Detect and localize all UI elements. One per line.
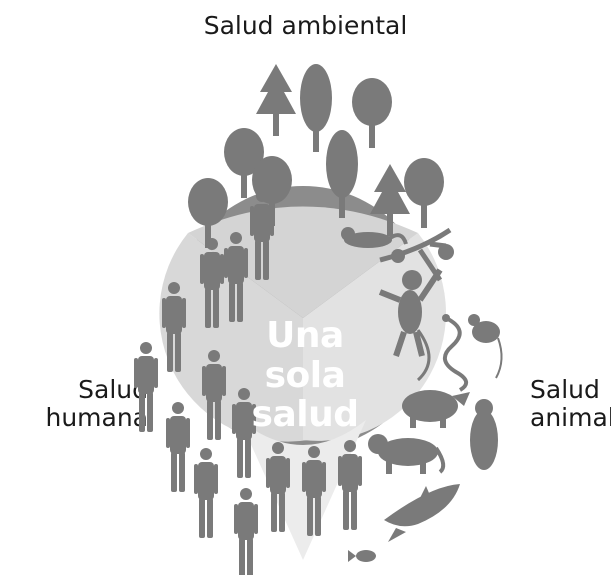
branch-icon xyxy=(379,227,454,282)
animal-health-label-line2: animal xyxy=(530,403,611,432)
monkey-icon xyxy=(378,268,443,382)
person-icon xyxy=(134,342,158,432)
animals-group xyxy=(341,227,503,562)
tree-icon xyxy=(256,64,296,136)
human-health-label-line2: humana xyxy=(45,403,148,432)
animal-health-label: Salud animal xyxy=(530,376,611,432)
center-title: Una sola salud xyxy=(220,316,390,435)
shark-icon xyxy=(384,484,460,542)
rhino-icon xyxy=(402,390,470,428)
tree-icon xyxy=(352,78,392,148)
center-title-line1: Una sola xyxy=(264,315,346,396)
center-title-line2: salud xyxy=(251,394,359,436)
animal-health-label-line1: Salud xyxy=(530,375,600,404)
snake-icon xyxy=(442,314,468,392)
human-circle xyxy=(159,233,308,442)
tree-icon xyxy=(300,64,332,152)
person-icon xyxy=(234,488,258,575)
person-icon xyxy=(194,448,218,538)
environmental-health-label: Salud ambiental xyxy=(203,11,408,40)
mouse-icon xyxy=(468,314,503,379)
person-icon xyxy=(166,402,190,492)
ferret-icon xyxy=(341,227,408,248)
tiger-icon xyxy=(368,434,446,474)
fish-icon xyxy=(348,550,376,562)
tree-icon xyxy=(404,158,444,228)
penguin-icon xyxy=(470,399,498,470)
